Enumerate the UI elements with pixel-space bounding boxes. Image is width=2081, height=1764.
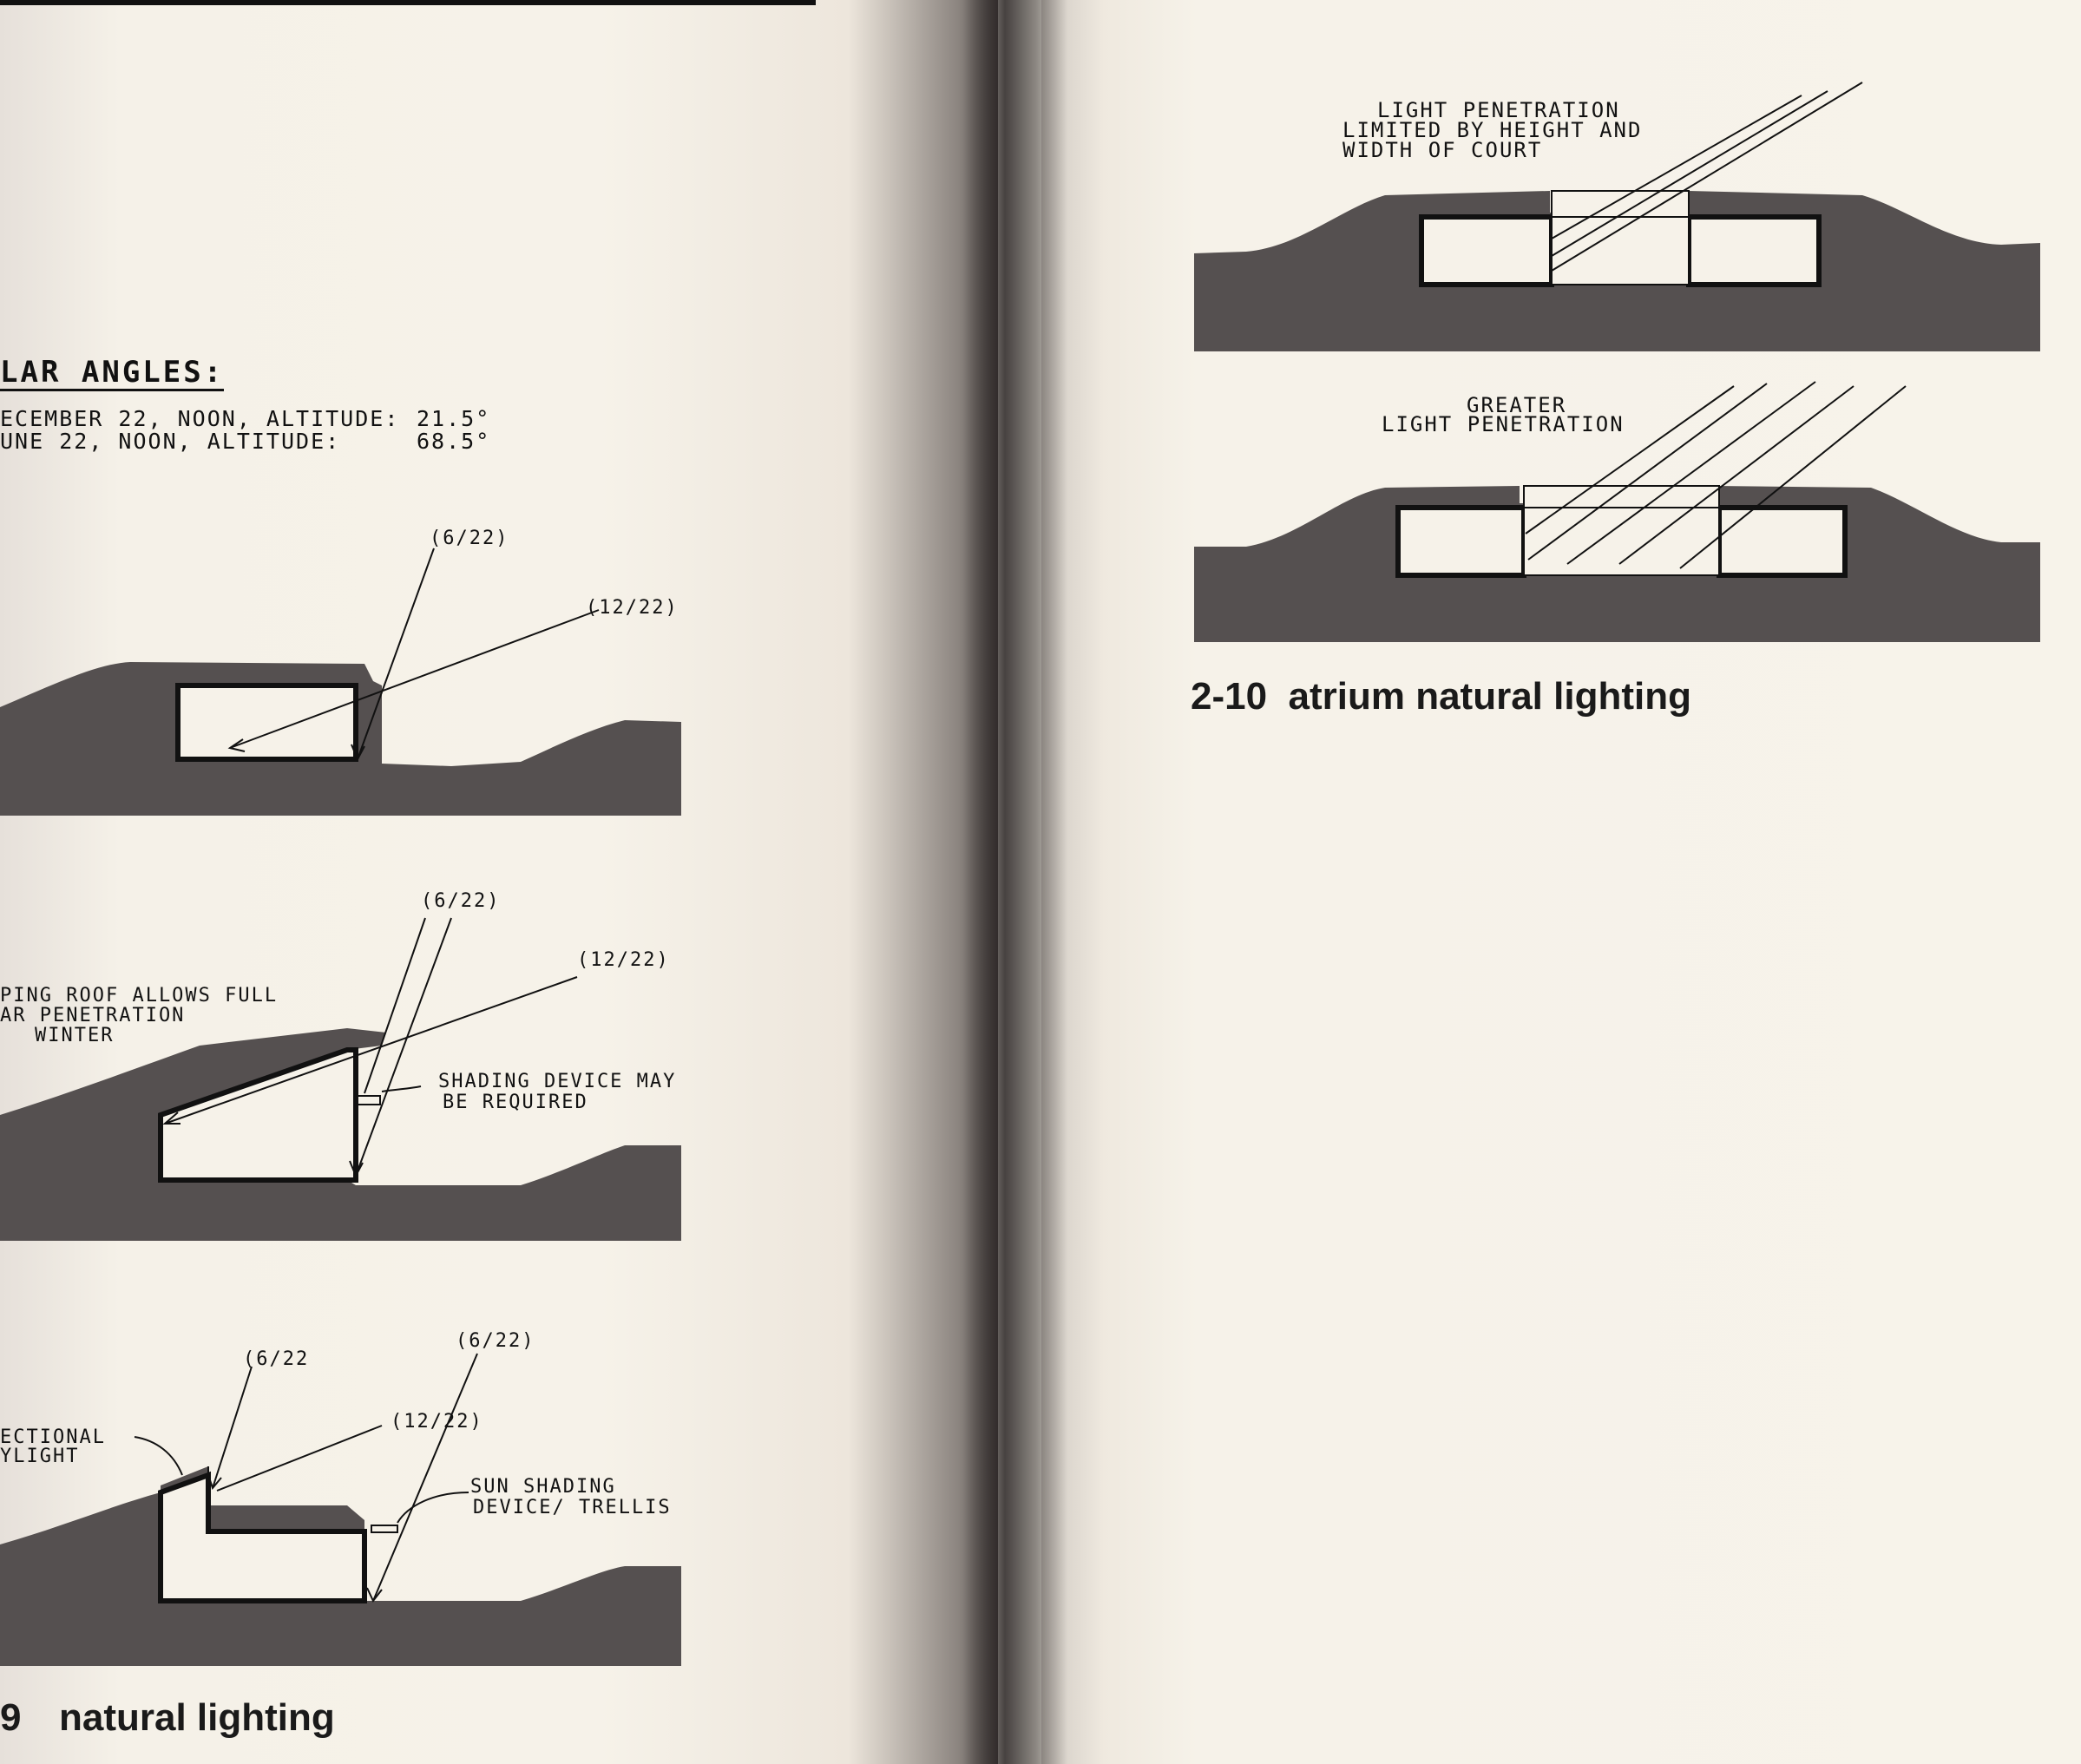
- section-diagram-2: [0, 917, 681, 1241]
- top-rule: [0, 0, 816, 5]
- d2-note-roof-1: PING ROOF ALLOWS FULL: [0, 985, 279, 1007]
- left-caption-number: 9: [0, 1696, 22, 1739]
- sun-ray-june-b: [355, 917, 452, 1177]
- sun-ray-4: [1618, 385, 1855, 565]
- d3-note-sun-2: DEVICE/ TRELLIS: [473, 1497, 672, 1518]
- d2-note-shading-1: SHADING DEVICE MAY: [438, 1071, 677, 1092]
- room-right: [1717, 505, 1848, 578]
- d5-note-2: LIGHT PENETRATION: [1382, 412, 1625, 436]
- left-caption-text: natural lighting: [59, 1696, 335, 1739]
- sun-ray-3: [1551, 82, 1863, 272]
- d3-note-skylight-1: ECTIONAL: [0, 1426, 106, 1448]
- d3-label-december: (12/22): [391, 1411, 483, 1433]
- book-gutter: [963, 0, 1067, 1764]
- arrowhead-december: [162, 1112, 181, 1125]
- sun-ray-june: [357, 548, 435, 760]
- d4-note-1: LIGHT PENETRATION: [1377, 98, 1620, 122]
- left-page: [0, 0, 998, 1764]
- atrium-diagram-greater: [1194, 381, 2040, 642]
- d3-note-sun-1: SUN SHADING: [470, 1476, 616, 1498]
- arrowhead-june-b: [366, 1587, 383, 1603]
- atrium-court: [1523, 485, 1720, 576]
- atrium-diagram-limited: [1194, 82, 2040, 351]
- d1-label-december: (12/22): [586, 597, 679, 619]
- room-interior: [175, 683, 358, 762]
- atrium-court: [1551, 190, 1690, 285]
- shading-leader: [381, 1085, 422, 1092]
- solar-june-value: 68.5°: [417, 429, 491, 454]
- right-caption: 2-10 atrium natural lighting: [1191, 675, 1691, 718]
- sun-ray-june-a: [212, 1366, 253, 1489]
- d2-note-roof-3: WINTER: [35, 1025, 115, 1046]
- solar-dec-value: 21.5°: [417, 406, 491, 431]
- d3-note-skylight-2: YLIGHT: [0, 1446, 80, 1467]
- sun-ray-december: [229, 609, 600, 749]
- d4-note-3: WIDTH OF COURT: [1342, 138, 1543, 162]
- d5-note-1: GREATER: [1467, 393, 1567, 417]
- d2-label-june: (6/22): [421, 890, 501, 912]
- room-interior: [158, 1471, 367, 1603]
- arrowhead-june: [349, 1160, 364, 1178]
- sun-ray-june-a: [364, 917, 426, 1094]
- d4-note-2: LIMITED BY HEIGHT AND: [1342, 118, 1643, 142]
- solar-angles-heading: LAR ANGLES:: [0, 355, 225, 391]
- arrowhead-june-a: [207, 1474, 222, 1491]
- sun-ray-2: [1527, 383, 1768, 561]
- sun-ray-december: [216, 1425, 383, 1492]
- sun-ray-june-b: [372, 1353, 478, 1602]
- sun-ray-december: [164, 976, 578, 1125]
- d3-label-june-a: (6/22: [243, 1348, 310, 1370]
- trellis-leader: [397, 1492, 469, 1524]
- sun-ray-1: [1551, 95, 1802, 239]
- d3-label-june-b: (6/22): [456, 1330, 535, 1352]
- section-diagram-3: [0, 1353, 681, 1666]
- sun-ray-2: [1551, 90, 1828, 257]
- d1-label-june: (6/22): [430, 528, 509, 549]
- sun-ray-1: [1525, 385, 1735, 534]
- d2-note-roof-2: AR PENETRATION: [0, 1005, 186, 1026]
- arrowhead-june: [351, 744, 365, 762]
- solar-dec-label: ECEMBER 22, NOON, ALTITUDE:: [0, 406, 400, 431]
- sun-ray-5: [1679, 385, 1907, 569]
- trellis: [371, 1525, 398, 1533]
- arrowhead-december: [227, 738, 246, 752]
- d2-label-december: (12/22): [577, 949, 670, 971]
- sun-ray-3: [1566, 381, 1816, 565]
- d2-note-shading-2: BE REQUIRED: [443, 1092, 588, 1113]
- shading-device: [353, 1095, 381, 1105]
- room-left: [1419, 214, 1554, 287]
- skylight-leader: [134, 1436, 183, 1476]
- solar-june-label: UNE 22, NOON, ALTITUDE:: [0, 429, 341, 454]
- room-right: [1686, 214, 1822, 287]
- room-left: [1395, 505, 1526, 578]
- section-diagram-1: [0, 548, 681, 816]
